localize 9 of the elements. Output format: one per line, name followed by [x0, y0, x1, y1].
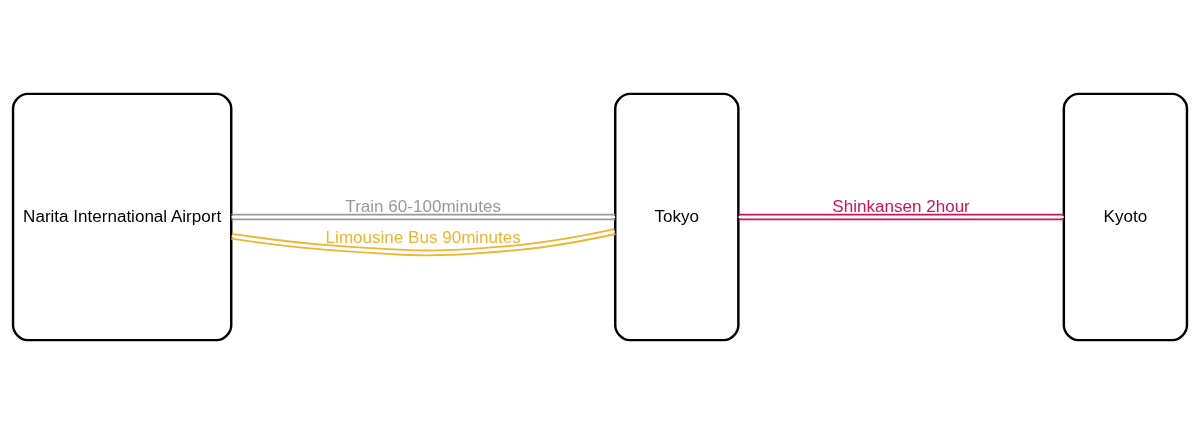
node-box: Kyoto — [1062, 92, 1189, 341]
edge-label: Limousine Bus 90minutes — [325, 227, 521, 247]
connector — [737, 213, 1065, 220]
edge-label: Shinkansen 2hour — [832, 196, 970, 216]
connector — [230, 213, 617, 220]
edge-label: Train 60-100minutes — [345, 196, 502, 216]
node-box: Narita International Airport — [11, 92, 233, 341]
node-box: Tokyo — [614, 92, 740, 341]
connector — [230, 227, 617, 256]
